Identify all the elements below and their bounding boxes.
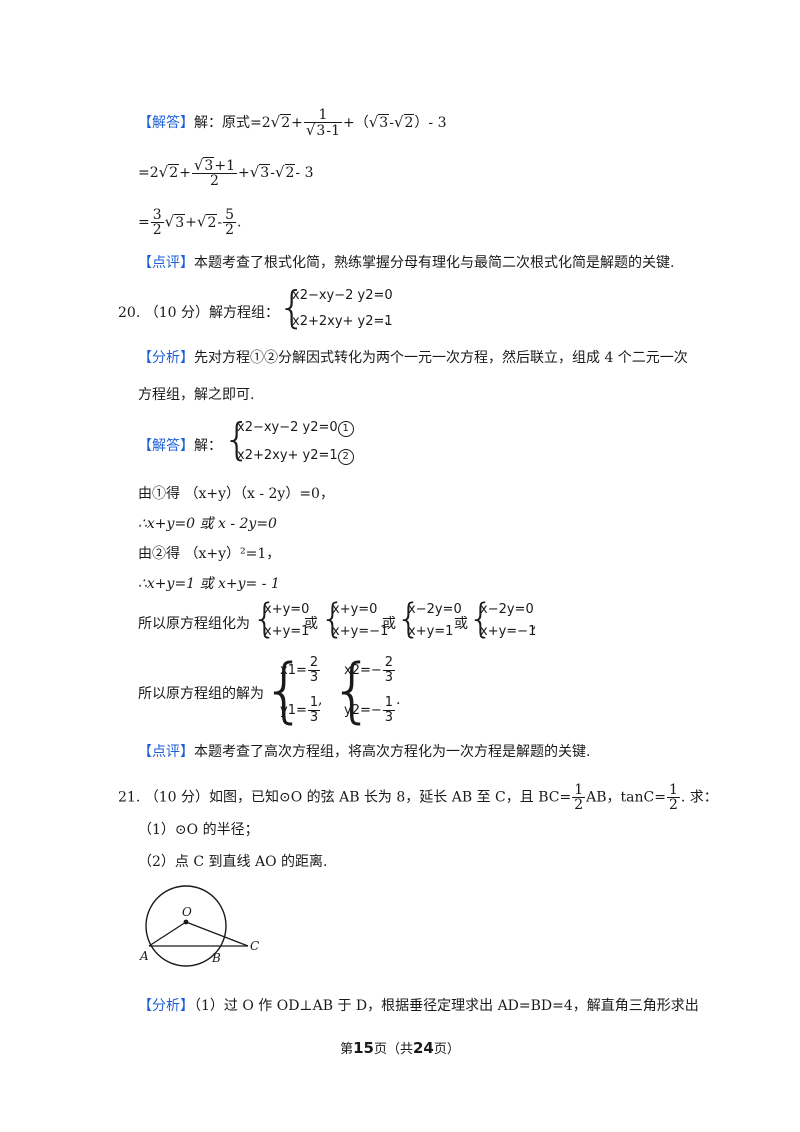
page-footer: 第15页（共24页） (340, 1039, 460, 1057)
label-o: O (182, 905, 192, 919)
q21-heading: 21. （10 分）如图，已知⊙O 的弦 AB 长为 8，延长 AB 至 C，且… (118, 782, 718, 813)
q20-step-6-lead: 所以原方程组的解为 (138, 686, 264, 702)
comment-tag: 【点评】 (138, 255, 194, 271)
segment-oc (185, 921, 249, 947)
analysis-tag: 【分析】 (138, 350, 194, 366)
label-a: A (139, 949, 149, 963)
segment-oa (148, 921, 187, 947)
fraction: 1√3-1 (303, 107, 342, 139)
q21-part-2: （2）点 C 到直线 AO 的距离. (138, 854, 328, 870)
circled-1: 1 (337, 421, 354, 437)
label-c: C (250, 939, 259, 953)
q20-step-5-lead: 所以原方程组化为 (138, 616, 250, 632)
q19-answer-line-1: 【解答】解：原式=2√2+1√3-1+（√3-√2）- 3 (138, 107, 447, 139)
q20-step-3: 由②得 （x+y）²=1， (138, 546, 281, 562)
q20-step-1: 由①得 （x+y）（x - 2y）=0， (138, 486, 334, 502)
q20-step-4: ∴x+y=1 或 x+y= - 1 (138, 576, 280, 592)
q21-part-1: （1）⊙O 的半径； (138, 822, 259, 838)
center-point (183, 919, 189, 925)
q20-step-2: ∴x+y=0 或 x - 2y=0 (138, 516, 277, 532)
q19-comment: 【点评】本题考查了根式化简，熟练掌握分母有理化与最简二次根式化简是解题的关键. (138, 255, 675, 271)
q21-analysis: 【分析】（1）过 O 作 OD⊥AB 于 D，根据垂径定理求出 AD=BD=4，… (138, 998, 699, 1014)
q20-analysis-2: 方程组，解之即可. (138, 387, 255, 403)
label-b: B (211, 951, 221, 965)
page-number: 15 (353, 1039, 374, 1057)
page-total: 24 (413, 1039, 434, 1057)
answer-tag: 【解答】 (138, 115, 194, 131)
q20-heading: 20. （10 分）解方程组： (118, 305, 279, 321)
q21-figure: O A B C (139, 885, 259, 967)
circle-o (145, 885, 227, 967)
circled-2: 2 (337, 449, 354, 465)
q20-analysis-1: 【分析】先对方程①②分解因式转化为两个一元一次方程，然后联立，组成 4 个二元一… (138, 350, 688, 366)
brace: { (278, 282, 306, 333)
q20-answer-lead: 【解答】解： (138, 438, 222, 454)
brace: { (223, 414, 251, 465)
q20-comment: 【点评】本题考查了高次方程组，将高次方程化为一次方程是解题的关键. (138, 744, 591, 760)
